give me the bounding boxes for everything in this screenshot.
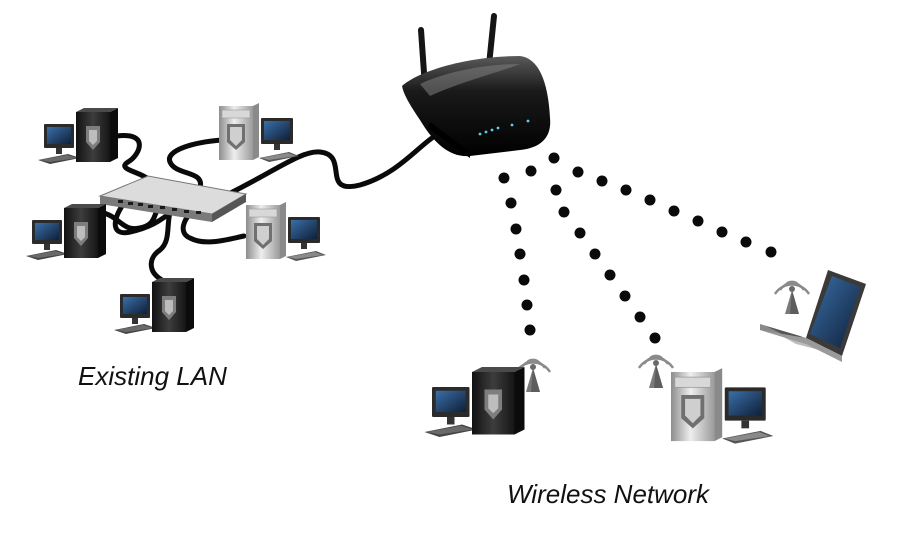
wireless-pc-dark (424, 367, 525, 437)
wireless-pc-silver (670, 367, 775, 445)
network-switch (98, 175, 248, 222)
cable-router-switch (213, 135, 435, 203)
cable-pc5-switch (148, 204, 175, 283)
wifi-signal-icon (637, 354, 675, 390)
wireless-signal-paths (498, 152, 777, 344)
wireless-network-label: Wireless Network (507, 479, 710, 509)
lan-pc-bottom (114, 278, 194, 334)
lan-pc-middle-right (245, 201, 327, 262)
existing-lan-label: Existing LAN (78, 361, 227, 391)
cable-loop (112, 203, 179, 236)
signal-to-wireless-pc-1 (498, 172, 536, 336)
lan-pc-middle-left (26, 204, 106, 260)
lan-pc-top-left (38, 108, 118, 164)
lan-cables (97, 133, 435, 283)
wifi-signal-icon (773, 280, 811, 316)
laptop-computer (760, 270, 866, 362)
signal-to-laptop (548, 152, 777, 258)
lan-pc-top-right (218, 102, 300, 163)
wireless-router (402, 13, 551, 158)
signal-to-wireless-pc-2 (525, 165, 661, 344)
